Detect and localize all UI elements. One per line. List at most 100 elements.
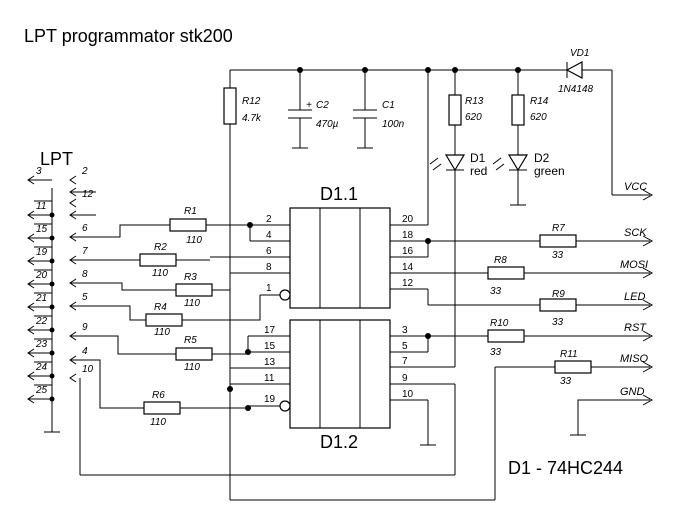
lpt-pin-11: 11 [27, 200, 55, 220]
lpt-left-pins: 3 11 15 19 20 21 22 23 24 25 [27, 166, 55, 404]
lpt-pin-25: 25 [27, 384, 55, 404]
lpt-pin-label-3: 3 [36, 166, 42, 177]
lpt-signal-label-8: 8 [82, 269, 88, 280]
lpt-signal-label-10: 10 [82, 364, 94, 375]
c2-polarity: + [306, 100, 312, 111]
d2-color: green [534, 164, 565, 178]
lpt-label: LPT [40, 149, 73, 169]
lpt-pin-22: 22 [27, 315, 55, 335]
c1-name: C1 [382, 100, 395, 111]
resistor-r8: R8 33 [487, 255, 654, 297]
r14-name: R14 [530, 96, 549, 107]
d1-color: red [470, 164, 487, 178]
lpt-pin-24: 24 [27, 361, 55, 381]
vd1-value: 1N4148 [558, 84, 593, 95]
lpt-pin-label-11: 11 [36, 201, 46, 212]
vd1-name: VD1 [570, 48, 589, 59]
pin-2: 2 [266, 214, 272, 225]
c2-value: 470µ [316, 119, 339, 130]
ic-bottom-left-pins: 17 15 13 11 19 [230, 325, 291, 412]
ic-part-note: D1 - 74HC244 [508, 458, 623, 478]
pin-9: 9 [402, 373, 408, 384]
signal-rst: RST [624, 322, 647, 334]
gnd-output [570, 394, 654, 436]
r11-name: R11 [560, 349, 578, 360]
d1-name: D1 [470, 151, 486, 165]
lpt-signal-pin-10: 10 [69, 364, 94, 383]
resistor-r5: R5 110 [70, 335, 248, 373]
signal-miso: MISO [620, 353, 649, 365]
lpt-signal-label-6: 6 [82, 223, 88, 234]
pin-18: 18 [402, 230, 414, 241]
pin-20: 20 [402, 214, 414, 225]
lpt-signal-label-9: 9 [82, 322, 88, 333]
r1-name: R1 [184, 206, 197, 217]
r5-name: R5 [184, 335, 197, 346]
r4-name: R4 [154, 302, 167, 313]
lpt-signal-label-5: 5 [82, 292, 88, 303]
pin-11: 11 [264, 373, 275, 384]
pin-10: 10 [402, 389, 414, 400]
pin-12: 12 [402, 278, 414, 289]
r12-value: 4.7k [242, 113, 262, 124]
resistor-r6: R6 110 [70, 359, 251, 428]
r7-name: R7 [552, 223, 565, 234]
signal-gnd: GND [620, 386, 645, 398]
r13-name: R13 [465, 96, 484, 107]
pin-7: 7 [402, 356, 408, 367]
pin-16: 16 [402, 246, 414, 257]
r10-name: R10 [490, 318, 509, 329]
lpt-pin-label-20: 20 [35, 270, 48, 281]
r2-name: R2 [154, 242, 167, 253]
lpt-signal-pin-2: 2 [69, 166, 96, 197]
lpt-pin-label-19: 19 [36, 247, 48, 258]
lpt-signal-pin-4: 4 [69, 346, 88, 365]
lpt-signal-pin-12: 12 [69, 189, 96, 220]
r14-value: 620 [530, 112, 547, 123]
lpt-pin-label-21: 21 [35, 293, 47, 304]
signal-led: LED [624, 291, 645, 303]
lpt-signal-label-7: 7 [82, 246, 88, 257]
pin-6: 6 [266, 246, 272, 257]
lpt-pin-21: 21 [27, 292, 55, 312]
r12-name: R12 [242, 96, 261, 107]
signal-labels: VCC SCK MOSI LED RST MISO GND [620, 181, 649, 398]
lpt-signal-label-12: 12 [82, 189, 94, 200]
ic-top-right-pins: 20 18 16 14 12 [390, 214, 488, 290]
lpt-pin-label-15: 15 [36, 224, 48, 235]
r2-value: 110 [152, 268, 168, 279]
r1-value: 110 [186, 235, 202, 246]
resistor-r3: R3 110 [70, 272, 231, 309]
r7-value: 33 [552, 250, 564, 261]
pin-1: 1 [266, 283, 272, 294]
ic-internal-wiring [79, 222, 555, 501]
ic-d1-1: D1.1 [289, 184, 391, 309]
resistor-r13: R13 620 [448, 94, 484, 155]
lpt-signal-pin-7: 7 [69, 246, 88, 265]
lpt-signal-label-4: 4 [82, 346, 88, 357]
diode-vd1: VD1 1N4148 [558, 48, 654, 201]
r8-value: 33 [490, 286, 502, 297]
c2-name: C2 [316, 100, 329, 111]
ic-bottom-label: D1.2 [320, 432, 358, 452]
vcc-rail [229, 67, 560, 226]
ic-top-left-pins: 2 4 6 8 1 [210, 214, 291, 301]
r3-name: R3 [184, 272, 197, 283]
pin-8: 8 [266, 262, 272, 273]
lpt-pin-23: 23 [27, 338, 55, 358]
r11-value: 33 [560, 376, 572, 387]
lpt-signal-pin-8: 8 [69, 269, 88, 288]
signal-sck: SCK [624, 227, 647, 239]
lpt-pin-label-24: 24 [35, 362, 48, 373]
capacitor-c1: C1 100n [353, 100, 405, 149]
pin-5: 5 [402, 341, 408, 352]
pin-13: 13 [264, 357, 276, 368]
resistor-r14: R14 620 [511, 94, 549, 155]
led-d1: D1 red [429, 151, 487, 367]
r10-value: 33 [490, 347, 502, 358]
signal-vcc: VCC [624, 181, 647, 193]
r9-value: 33 [552, 317, 564, 328]
r13-value: 620 [465, 112, 482, 123]
ic-bottom-right-pins: 3 5 7 9 10 [390, 325, 488, 401]
